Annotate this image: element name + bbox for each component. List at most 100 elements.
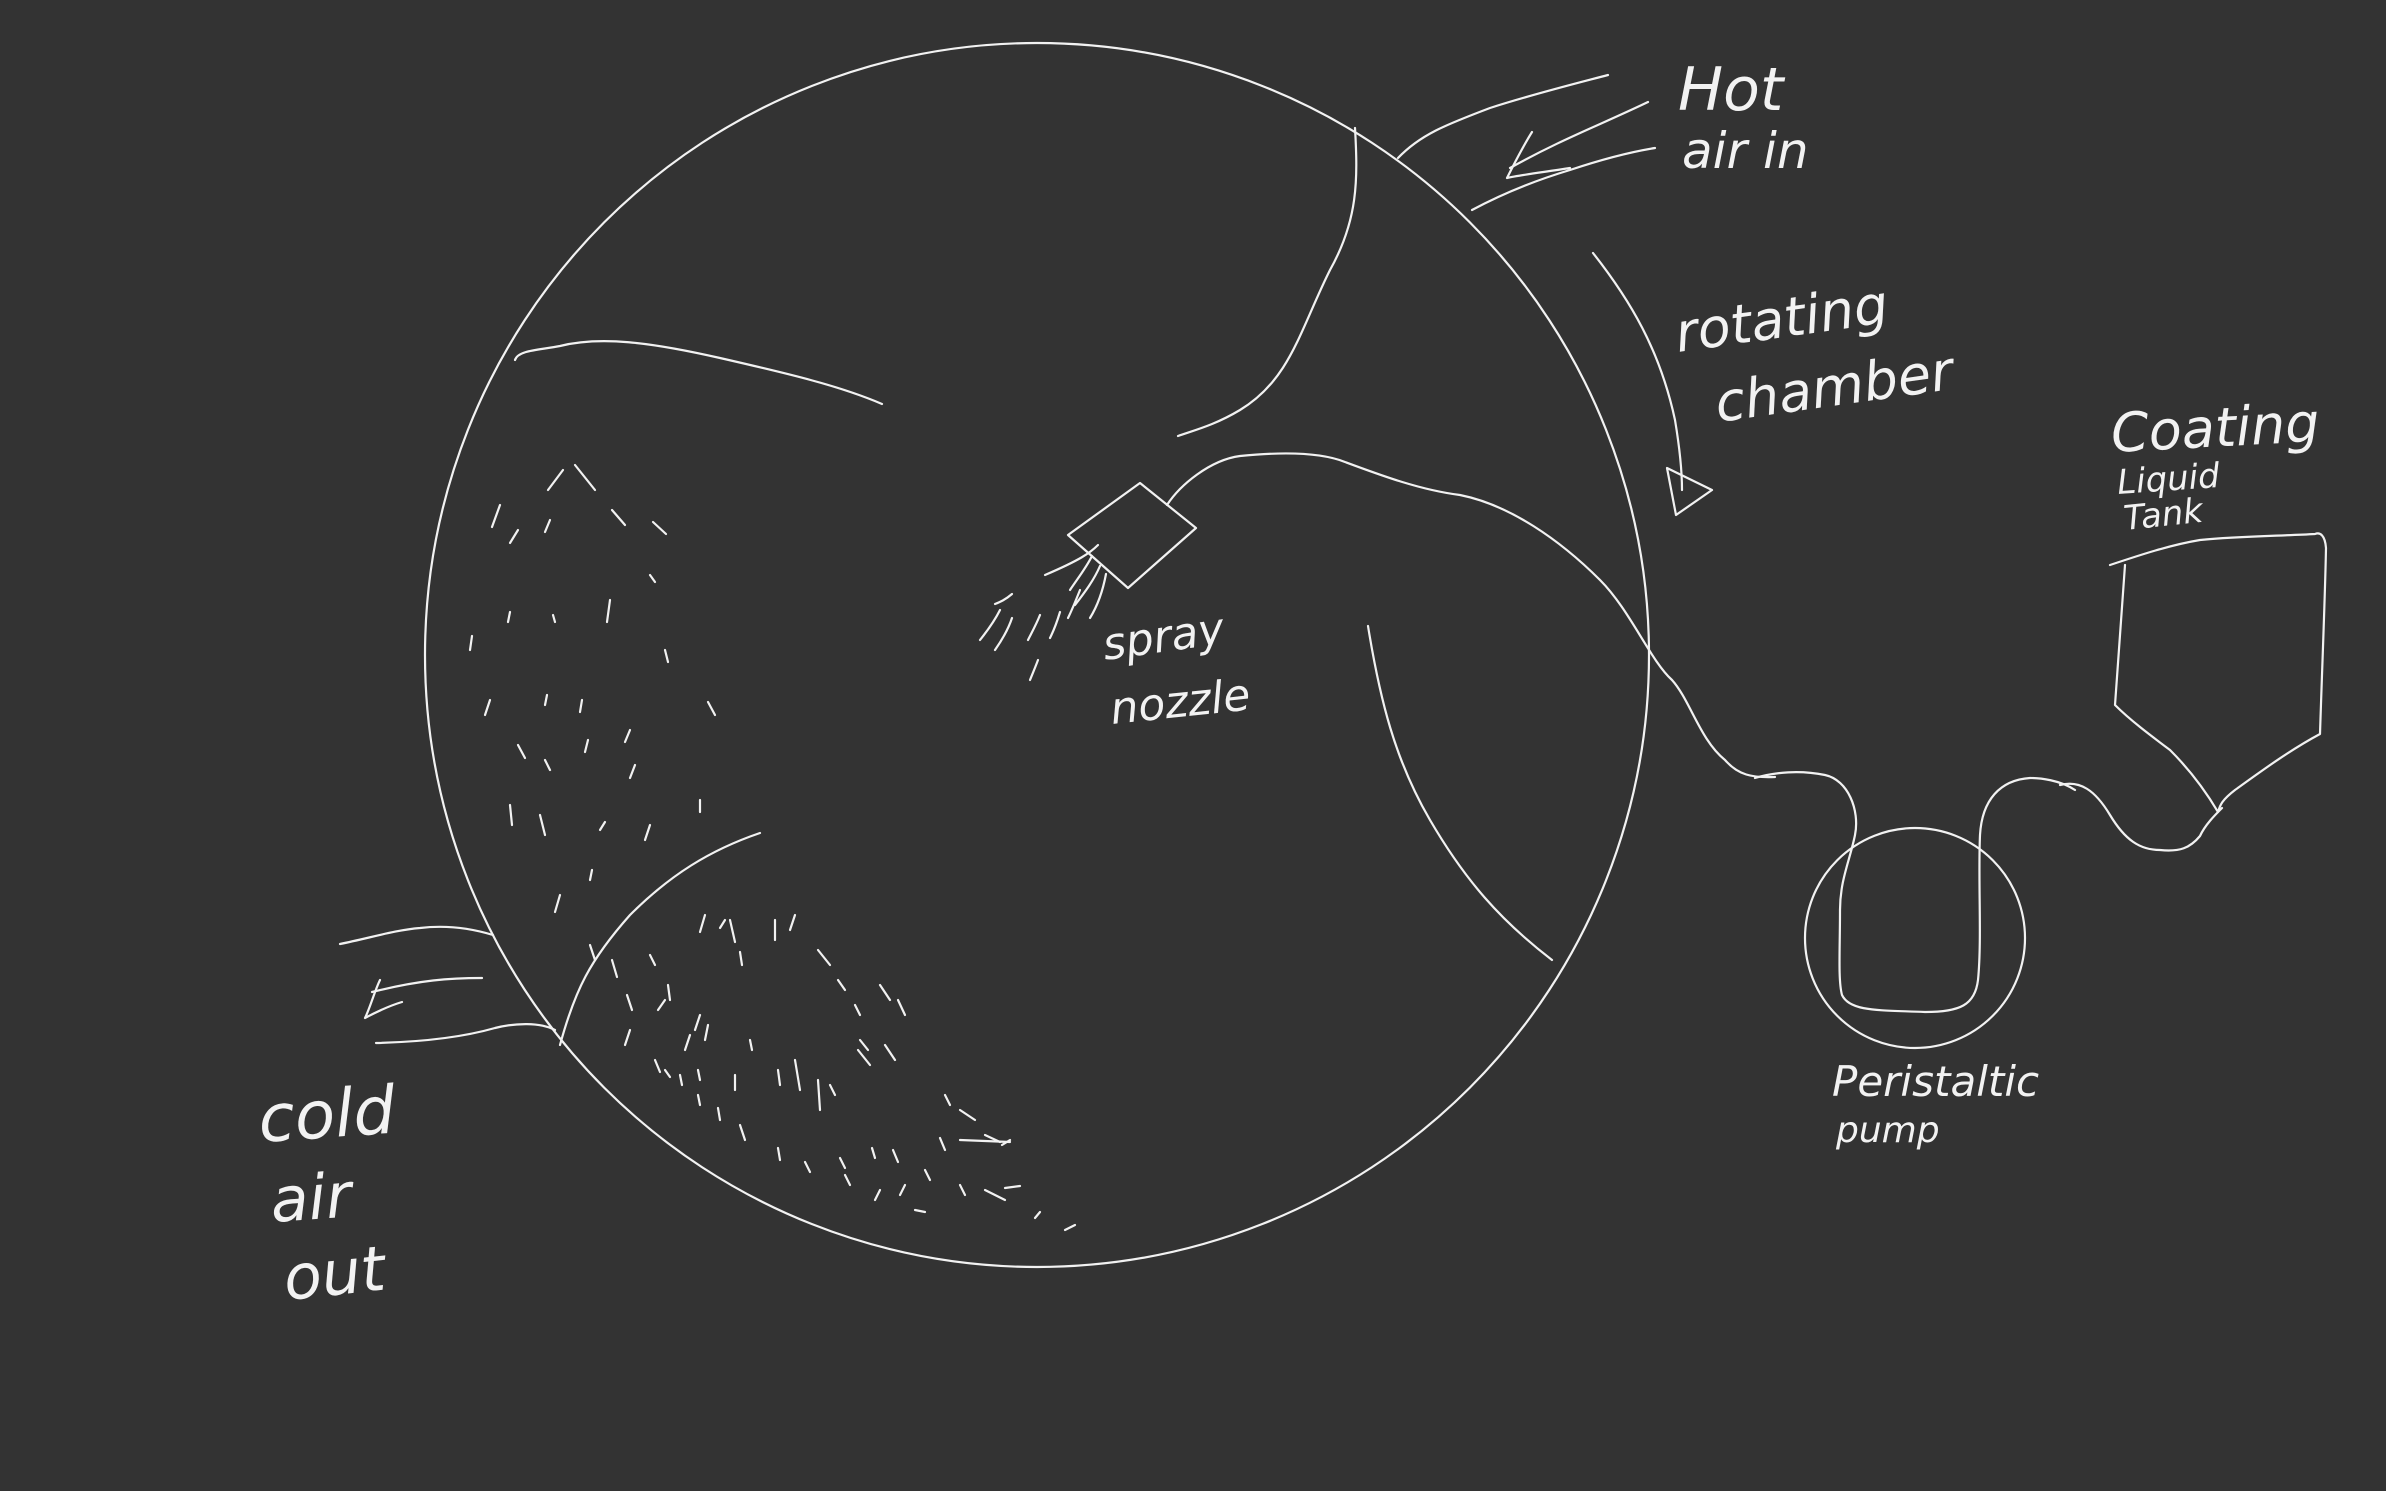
particle-mark <box>828 1083 837 1097</box>
particle-mark <box>508 803 514 827</box>
particle-mark <box>838 1156 847 1170</box>
particle-mark <box>870 1146 877 1160</box>
particle-mark <box>678 1073 684 1087</box>
cold-air-arrow-shaft <box>370 976 484 994</box>
peristaltic-pump-label-line1: Peristaltic <box>1832 1057 2039 1106</box>
cold-air-arrow-head <box>363 978 404 1020</box>
particle-mark <box>628 763 637 780</box>
hot-air-inlet-lower <box>1470 146 1657 212</box>
spray-nozzle-label-line2: nozzle <box>1108 670 1253 735</box>
hot-air-arrow-shaft <box>1508 100 1650 170</box>
particle-mark <box>516 743 527 760</box>
particle-mark <box>588 943 597 962</box>
particle-mark <box>538 813 547 837</box>
pump-tubing <box>1753 771 2077 1014</box>
particle-mark <box>1063 1223 1077 1232</box>
baffle-top-left <box>513 340 884 406</box>
particle-mark <box>748 1038 754 1052</box>
baffle-top-right <box>1176 126 1358 438</box>
particle-mark <box>648 573 657 584</box>
particle-mark <box>738 1123 747 1142</box>
particle-mark <box>858 1038 870 1052</box>
particle-mark <box>483 698 492 717</box>
coating-liquid-tank <box>2108 532 2328 814</box>
particle-mark <box>663 1068 672 1079</box>
particle-mark <box>588 868 594 882</box>
particle-mark <box>878 983 892 1002</box>
particle-mark <box>543 758 552 772</box>
particle-mark <box>583 738 590 754</box>
particle-mark <box>853 1003 862 1017</box>
hot-air-arrow-head <box>1505 130 1572 180</box>
coating-tank-label-line2: Liquid <box>2116 456 2222 503</box>
particle-mark <box>553 893 562 914</box>
rotating-chamber-circle <box>423 41 1651 1269</box>
particle-mark <box>578 698 584 714</box>
particle-mark <box>836 978 847 992</box>
particle-mark <box>653 1058 662 1074</box>
particle-mark <box>656 998 667 1012</box>
particle-mark <box>958 1183 967 1197</box>
particle-mark <box>508 528 520 545</box>
cold-air-outlet-upper <box>338 925 495 946</box>
particle-mark <box>468 634 474 652</box>
particle-mark <box>683 1033 692 1052</box>
coating-tank-label-line1: Coating <box>2109 391 2321 465</box>
particle-mark <box>625 993 634 1012</box>
cold-air-out-label-line3: out <box>280 1231 391 1314</box>
particle-mark <box>598 820 607 832</box>
cold-air-out-label-line2: air <box>268 1158 357 1237</box>
particle-mark <box>983 1188 1007 1202</box>
particle-mark <box>706 700 717 717</box>
particle-mark <box>958 1108 977 1122</box>
spray-droplets <box>978 543 1108 682</box>
particle-mark <box>696 1093 702 1107</box>
peristaltic-pump-circle <box>1803 826 2027 1050</box>
particle-mark <box>738 950 744 967</box>
particle-mark <box>610 958 619 979</box>
particle-mark <box>793 1058 802 1092</box>
particle-mark <box>913 1208 927 1214</box>
particle-mark <box>605 598 612 624</box>
particle-mark <box>693 1013 702 1032</box>
particle-mark <box>663 648 670 664</box>
baffle-right <box>1366 624 1554 962</box>
particle-mark <box>610 508 627 527</box>
hot-air-in-label-line1: Hot <box>1678 55 1786 125</box>
particle-mark <box>623 728 632 744</box>
particle-mark <box>698 913 707 934</box>
particle-mark <box>546 468 565 492</box>
cold-air-out-label-line1: cold <box>256 1072 399 1158</box>
particle-mark <box>718 918 727 930</box>
particle-mark <box>573 463 597 492</box>
particle-mark <box>898 1183 907 1197</box>
baffle-bottom-left <box>558 831 762 1047</box>
particle-mark <box>648 953 657 967</box>
particle-mark <box>958 1138 1012 1144</box>
rotation-arrow-shaft <box>1591 251 1684 492</box>
rotation-arrow-head <box>1665 466 1714 517</box>
peristaltic-pump-label-line2: pump <box>1835 1110 1940 1151</box>
coating-tank-label-line3: Tank <box>2122 491 2206 539</box>
particle-mark <box>816 948 832 967</box>
particle-bed <box>468 463 1077 1232</box>
spray-nozzle-label-line1: spray <box>1099 603 1228 671</box>
particle-mark <box>896 998 907 1017</box>
particle-mark <box>506 610 512 624</box>
tank-feed-tube <box>2058 782 2224 852</box>
hot-air-inlet-upper <box>1396 73 1610 160</box>
particle-mark <box>938 1136 947 1152</box>
particle-mark <box>1003 1184 1022 1190</box>
particle-mark <box>923 1168 932 1182</box>
particle-mark <box>883 1043 897 1062</box>
particle-mark <box>490 503 502 529</box>
particle-mark <box>651 520 668 536</box>
particle-mark <box>816 1078 822 1112</box>
spray-nozzle-tube <box>1165 452 1777 779</box>
particle-mark <box>643 823 652 842</box>
particle-mark <box>891 1148 900 1164</box>
particle-mark <box>696 1068 702 1082</box>
particle-mark <box>666 983 672 1002</box>
hot-air-in-label-line2: air in <box>1682 122 1809 180</box>
